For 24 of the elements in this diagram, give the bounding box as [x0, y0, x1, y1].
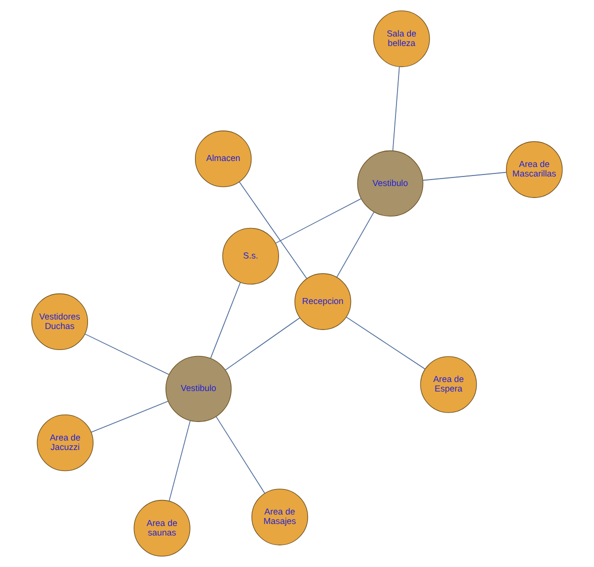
node-circle: Area de Espera — [420, 356, 477, 413]
node-circle: Vestibulo — [166, 356, 232, 422]
node-circle: S.s. — [222, 228, 279, 284]
node-circle: Vestibulo — [357, 150, 424, 217]
connector — [225, 317, 300, 370]
connector — [210, 282, 241, 359]
connector — [168, 420, 191, 502]
connector — [422, 172, 507, 181]
connector — [336, 212, 374, 278]
connector — [90, 400, 168, 433]
connector — [238, 181, 308, 279]
connector — [84, 334, 170, 376]
node-circle: Almacen — [194, 130, 252, 188]
connector — [346, 316, 426, 370]
node-circle: Area de Masajes — [251, 488, 308, 546]
connector — [392, 66, 400, 152]
connector — [275, 198, 362, 244]
node-circle: Area de Jacuzzi — [36, 414, 94, 472]
connector — [216, 416, 266, 494]
node-circle: Sala de belleza — [373, 10, 430, 68]
node-circle: Area de saunas — [134, 500, 190, 557]
node-circle: Recepcion — [294, 273, 352, 330]
node-circle: Area de Mascarillas — [506, 141, 563, 198]
node-circle: Vestidores Duchas — [31, 293, 88, 350]
